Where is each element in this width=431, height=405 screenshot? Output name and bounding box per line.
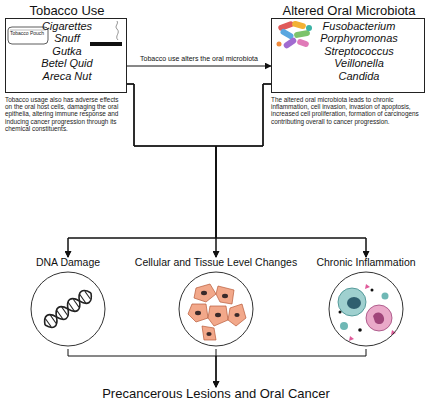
note-text: Tobacco usage also has adverse effects o…	[5, 96, 127, 132]
circle-outline	[30, 271, 106, 347]
circle-outline	[329, 272, 403, 346]
node-heading: Chronic Inflammation	[316, 257, 415, 269]
connector-arrow	[68, 349, 216, 387]
bacteria-icon	[277, 20, 313, 49]
node-heading: Tobacco Use	[29, 4, 104, 18]
connector-arrow	[216, 84, 271, 257]
node-heading: Cellular and Tissue Level Changes	[135, 257, 297, 269]
circle-outline	[328, 271, 404, 347]
list-item: Gutka	[52, 45, 81, 57]
node-heading: DNA Damage	[36, 257, 100, 269]
outcome-text: Precancerous Lesions and Oral Cancer	[40, 387, 392, 404]
list-item: Porphyromonas	[320, 32, 398, 44]
dna-illustration	[41, 287, 95, 330]
connector-arrow	[127, 66, 271, 67]
node-heading: Precancerous Lesions and Oral Cancer	[102, 387, 330, 401]
list-item: Streptococcus	[324, 45, 394, 57]
connector-arrow	[127, 84, 216, 257]
circle-outline	[178, 271, 254, 347]
icon-label: Tobacco Pouch	[10, 31, 44, 37]
list-item: Candida	[339, 70, 380, 82]
circle-outline	[179, 272, 253, 346]
list-item: Areca Nut	[43, 70, 92, 82]
list-item: Cigarettes	[42, 20, 92, 32]
cigarette-icon	[90, 21, 122, 46]
connector-arrow	[216, 349, 366, 387]
tobacco-box: Tobacco UseCigarettesSnuffGutkaBetel Qui…	[5, 18, 127, 93]
cells-illustration	[188, 284, 246, 340]
circle-outline	[31, 272, 105, 346]
list-item: Snuff	[54, 32, 80, 44]
list-item: Fusobacterium	[323, 20, 396, 32]
list-item: Betel Quid	[41, 57, 92, 69]
connector-arrow	[216, 349, 217, 387]
note-text: The altered oral microbiota leads to chr…	[271, 96, 425, 125]
immune-cells-illustration	[338, 284, 396, 341]
list-item: Veillonella	[334, 57, 384, 69]
effect-circle: Cellular and Tissue Level Changes	[126, 257, 306, 349]
effect-circle: DNA Damage	[18, 257, 118, 349]
edge-label: Tobacco use alters the oral microbiota	[140, 55, 258, 63]
microbiota-box: Altered Oral MicrobiotaFusobacteriumPorp…	[271, 18, 425, 93]
node-heading: Altered Oral Microbiota	[283, 4, 416, 18]
effect-circle: Chronic Inflammation	[311, 257, 421, 349]
